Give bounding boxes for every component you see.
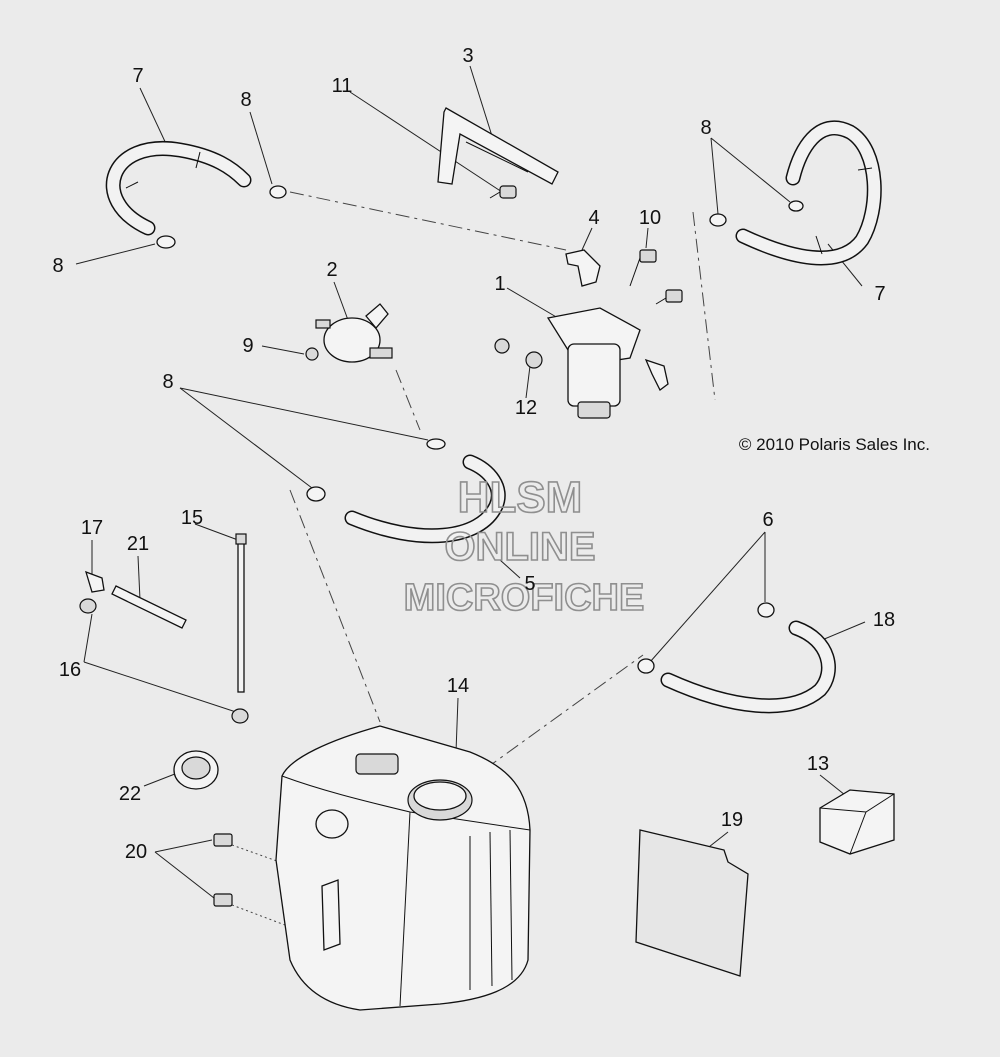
callout-7: 7 (132, 65, 143, 87)
rod-15 (235, 533, 247, 693)
callout-22: 22 (119, 783, 141, 805)
callout-3: 3 (462, 45, 473, 67)
callout-19: 19 (721, 809, 743, 831)
callout-21: 21 (127, 533, 149, 555)
callout-8: 8 (162, 371, 173, 393)
callout-8: 8 (700, 117, 711, 139)
nuts-12 (494, 338, 543, 369)
fuel-tank-14 (275, 725, 531, 1011)
callout-18: 18 (873, 609, 895, 631)
copyright-text: © 2010 Polaris Sales Inc. (739, 435, 930, 454)
callout-16: 16 (59, 659, 81, 681)
elbow-4 (565, 249, 601, 287)
callouts: 7 8 8 3 11 4 10 8 7 2 9 1 12 8 15 17 21 … (52, 45, 895, 863)
callout-8: 8 (240, 89, 251, 111)
clamps (156, 185, 804, 674)
callout-17: 17 (81, 517, 103, 539)
nut-9 (305, 347, 319, 361)
hose-5 (344, 454, 506, 544)
callout-14: 14 (447, 675, 469, 697)
sheet-19 (635, 829, 749, 977)
bolts-20 (213, 833, 233, 907)
callout-15: 15 (181, 507, 203, 529)
callout-11: 11 (332, 75, 353, 97)
callout-10: 10 (639, 207, 661, 229)
bracket-3 (437, 107, 559, 185)
callout-1: 1 (494, 273, 505, 295)
callout-9: 9 (242, 335, 253, 357)
callout-12: 12 (515, 397, 537, 419)
watermark-line-3: MICROFICHE (404, 577, 645, 619)
callout-13: 13 (807, 753, 829, 775)
filter-assembly-1 (546, 307, 669, 419)
watermark-line-2: ONLINE (444, 525, 595, 569)
tube-21 (111, 585, 187, 629)
callout-8: 8 (52, 255, 63, 277)
callout-2: 2 (326, 259, 337, 281)
bolts-10 (629, 249, 683, 305)
pump-2 (315, 303, 393, 363)
watermark-line-1: HLSM (458, 473, 583, 522)
grommets-16 (79, 598, 249, 724)
bolt-11 (489, 185, 517, 199)
callout-20: 20 (125, 841, 147, 863)
fitting-17 (85, 570, 105, 593)
cap-22 (173, 750, 219, 790)
callout-5: 5 (524, 573, 535, 595)
hose-7-left (105, 141, 252, 236)
callout-4: 4 (588, 207, 599, 229)
leader-lines (75, 65, 866, 899)
watermark: HLSM ONLINE MICROFICHE (403, 472, 645, 620)
hose-18 (660, 620, 836, 714)
block-13 (819, 789, 895, 855)
hose-7-right (735, 120, 882, 266)
callout-7: 7 (874, 283, 885, 305)
callout-6: 6 (762, 509, 773, 531)
